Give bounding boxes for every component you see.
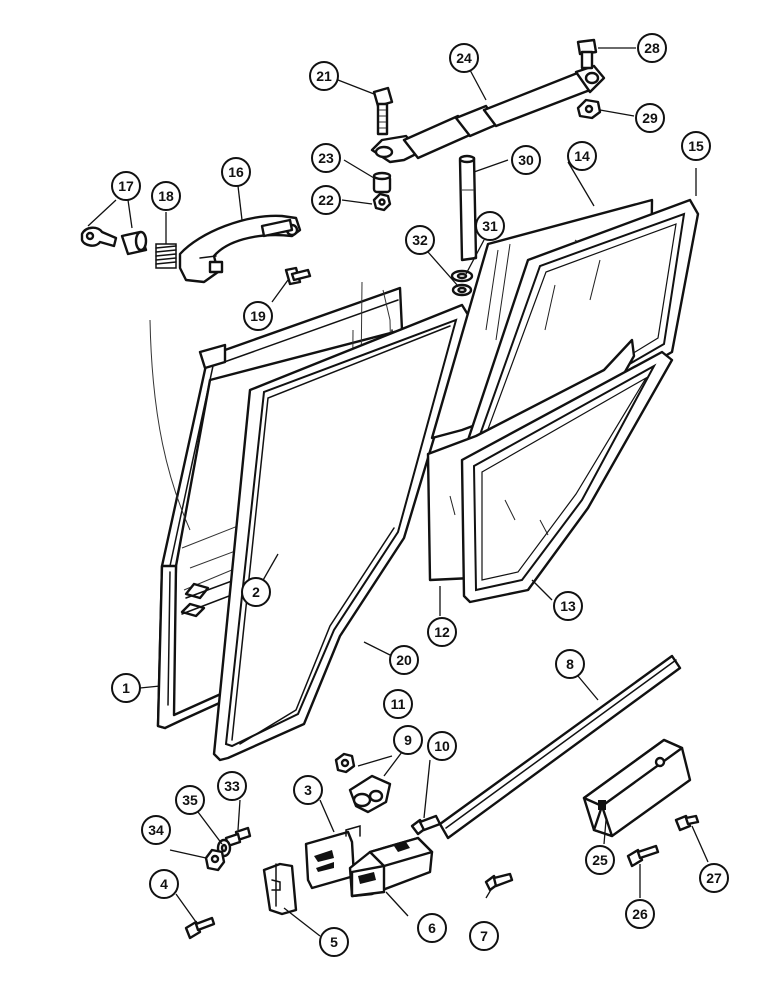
callout-label: 5 (330, 934, 338, 950)
callout-label: 6 (428, 920, 436, 936)
lower-glass-seal (460, 350, 674, 604)
callout-label: 3 (304, 782, 312, 798)
nut-34 (204, 848, 226, 872)
callout-label: 7 (480, 928, 488, 944)
screw-27 (674, 814, 700, 832)
callout-label: 28 (644, 40, 660, 56)
callout-label: 12 (434, 624, 450, 640)
callout-8: 8 (555, 649, 585, 679)
callout-32: 32 (405, 225, 435, 255)
callout-9: 9 (393, 725, 423, 755)
callout-23: 23 (311, 143, 341, 173)
latch-body-6 (348, 836, 434, 898)
callout-label: 20 (396, 652, 412, 668)
callout-14: 14 (567, 141, 597, 171)
callout-20: 20 (389, 645, 419, 675)
callout-11: 11 (383, 689, 413, 719)
callout-19: 19 (243, 301, 273, 331)
callout-label: 25 (592, 852, 608, 868)
callout-13: 13 (553, 591, 583, 621)
catch-block-9 (348, 774, 392, 814)
callout-7: 7 (469, 921, 499, 951)
callout-1: 1 (111, 673, 141, 703)
callout-label: 4 (160, 876, 168, 892)
callout-label: 18 (158, 188, 174, 204)
callout-label: 30 (518, 152, 534, 168)
callout-10: 10 (427, 731, 457, 761)
callout-label: 21 (316, 68, 332, 84)
handle-assembly (80, 214, 302, 284)
callout-29: 29 (635, 103, 665, 133)
callout-24: 24 (449, 43, 479, 73)
nut-22 (372, 192, 392, 212)
callout-30: 30 (511, 145, 541, 175)
callout-15: 15 (681, 131, 711, 161)
callout-16: 16 (221, 157, 251, 187)
callout-label: 15 (688, 138, 704, 154)
callout-label: 9 (404, 732, 412, 748)
callout-35: 35 (175, 785, 205, 815)
screw-19 (284, 266, 312, 286)
leader-lines (87, 47, 709, 937)
striker-5 (262, 862, 298, 916)
callout-label: 33 (224, 778, 240, 794)
callout-label: 24 (456, 50, 472, 66)
callout-21: 21 (309, 61, 339, 91)
callout-label: 19 (250, 308, 266, 324)
nut-29 (576, 98, 602, 120)
callout-26: 26 (625, 899, 655, 929)
callout-34: 34 (141, 815, 171, 845)
callout-label: 27 (706, 870, 722, 886)
callout-label: 8 (566, 656, 574, 672)
door-seal (212, 303, 472, 762)
hinge-pin (458, 154, 478, 262)
screw-10 (410, 814, 442, 836)
callout-5: 5 (319, 927, 349, 957)
callout-6: 6 (417, 913, 447, 943)
callout-label: 29 (642, 110, 658, 126)
bolt-28 (576, 38, 598, 70)
callout-label: 16 (228, 164, 244, 180)
callout-12: 12 (427, 617, 457, 647)
callout-25: 25 (585, 845, 615, 875)
callout-33: 33 (217, 771, 247, 801)
callout-label: 34 (148, 822, 164, 838)
callout-label: 14 (574, 148, 590, 164)
callout-label: 2 (252, 584, 260, 600)
callout-label: 10 (434, 738, 450, 754)
gas-strut (370, 64, 606, 164)
callout-18: 18 (151, 181, 181, 211)
screw-26 (626, 844, 660, 868)
screw-4 (184, 916, 216, 940)
callout-label: 32 (412, 232, 428, 248)
callout-label: 26 (632, 906, 648, 922)
screw-7 (484, 872, 514, 892)
callout-label: 11 (391, 696, 406, 712)
callout-label: 23 (318, 150, 334, 166)
screw-33 (224, 826, 252, 848)
callout-27: 27 (699, 863, 729, 893)
catch-nut-11 (334, 752, 356, 774)
spring (155, 243, 177, 269)
callout-label: 31 (482, 218, 498, 234)
callout-3: 3 (293, 775, 323, 805)
callout-22: 22 (311, 185, 341, 215)
callout-label: 13 (560, 598, 576, 614)
callout-label: 17 (118, 178, 134, 194)
bolt-21 (372, 86, 394, 136)
spacer-23 (372, 171, 392, 194)
box-25 (582, 738, 692, 838)
callout-28: 28 (637, 33, 667, 63)
callout-17: 17 (111, 171, 141, 201)
callout-label: 35 (182, 792, 198, 808)
callout-label: 22 (318, 192, 334, 208)
callout-2: 2 (241, 577, 271, 607)
callout-31: 31 (475, 211, 505, 241)
callout-label: 1 (122, 680, 130, 696)
rail-8 (438, 654, 682, 840)
latch-plate-3 (304, 825, 361, 890)
callout-4: 4 (149, 869, 179, 899)
